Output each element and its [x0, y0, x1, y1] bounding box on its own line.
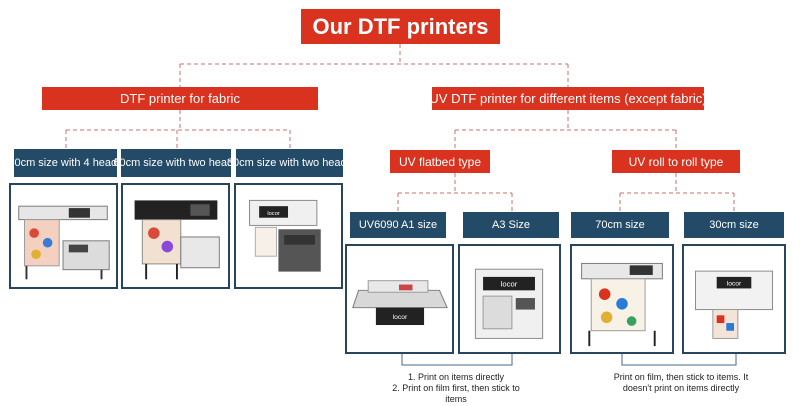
- roll-note-line-2: doesn't print on items directly: [622, 383, 740, 393]
- printer-logo: locor: [267, 211, 280, 217]
- uv-roll-item-70cm: 70cm size: [571, 212, 669, 238]
- uv-roll-type-label: UV roll to roll type: [612, 150, 740, 173]
- printer-image-60cm-4heads: [9, 183, 118, 289]
- uv-flatbed-type-label: UV flatbed type: [390, 150, 490, 173]
- roll-note: Print on film, then stick to items. It d…: [586, 372, 776, 394]
- printer-image-60cm-2heads: [121, 183, 230, 289]
- roll-note-line-1: Print on film, then stick to items. It: [613, 372, 749, 382]
- printer-image-30cm-2heads: locor: [234, 183, 343, 289]
- uv-roll-item-30cm: 30cm size: [684, 212, 784, 238]
- printer-logo: locor: [501, 280, 518, 289]
- printer-image-uv6090: locor: [345, 244, 454, 354]
- printer-image-70cm: [570, 244, 674, 354]
- printer-logo: locor: [727, 281, 742, 288]
- flatbed-note-line-2: 2. Print on film first, then stick to: [392, 383, 520, 393]
- uv-flatbed-item-a1: UV6090 A1 size: [350, 212, 446, 238]
- uv-category-label: UV DTF printer for different items (exce…: [429, 87, 707, 110]
- uv-flatbed-item-a3: A3 Size: [463, 212, 559, 238]
- fabric-item-60cm-2heads: 60cm size with two heads: [113, 149, 239, 177]
- flatbed-note-line-1: 1. Print on items directly: [407, 372, 505, 382]
- flatbed-note-line-3: items: [445, 394, 467, 404]
- fabric-category-label: DTF printer for fabric: [42, 87, 318, 110]
- printer-logo: locor: [393, 314, 408, 321]
- printer-image-30cm: locor: [682, 244, 786, 354]
- fabric-item-60cm-4heads: 60cm size with 4 heads: [8, 149, 123, 177]
- flatbed-note: 1. Print on items directly 2. Print on f…: [356, 372, 556, 405]
- printer-image-a3: locor: [458, 244, 561, 354]
- page-title: Our DTF printers: [301, 9, 500, 44]
- fabric-item-30cm-2heads: 30cm size with two heads: [227, 149, 352, 177]
